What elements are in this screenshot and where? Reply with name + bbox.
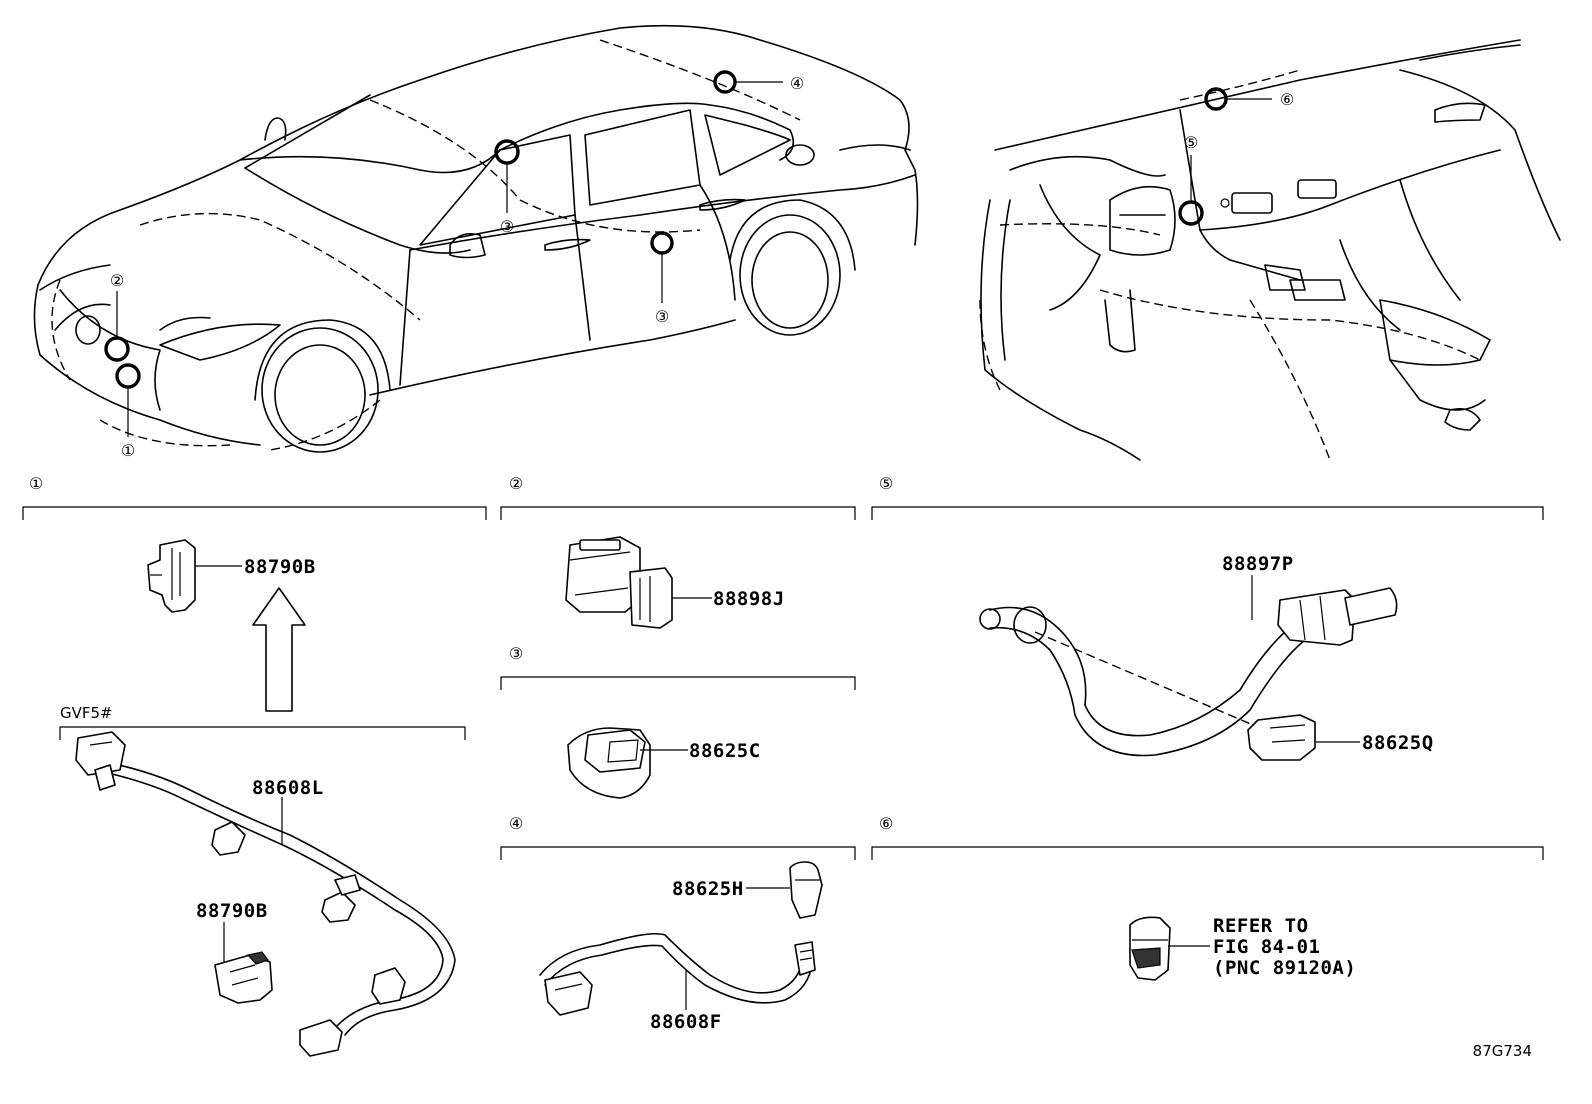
section-5-number: ⑤ (879, 474, 893, 493)
location-callout-1: ① (121, 441, 135, 460)
section-6-parts (1129, 916, 1210, 981)
section-4-number: ④ (509, 814, 523, 833)
part-number-88897P: 88897P (1222, 553, 1294, 575)
location-callout-5: ⑤ (1184, 133, 1198, 152)
section-4-parts (539, 861, 823, 1016)
figure-id: 87G734 (1473, 1042, 1532, 1060)
harness-variant-code: GVF5# (60, 704, 113, 722)
section-1-number: ① (29, 474, 43, 493)
part-number-88790B-bottom: 88790B (196, 900, 268, 922)
section-1-parts (75, 539, 456, 1057)
part-number-88625C: 88625C (689, 740, 761, 762)
location-callout-4: ④ (790, 74, 804, 93)
part-number-88898J: 88898J (713, 588, 785, 610)
interior-illustration (979, 39, 1561, 461)
location-callout-2: ② (110, 271, 124, 290)
car-exterior-illustration (33, 24, 919, 453)
part-number-88608L: 88608L (252, 777, 324, 799)
refer-note-line-2: FIG 84-01 (1213, 936, 1320, 958)
refer-note-line-3: (PNC 89120A) (1213, 957, 1356, 979)
location-callout-3a: ③ (500, 217, 514, 236)
section-6-number: ⑥ (879, 814, 893, 833)
section-2-parts (565, 536, 712, 629)
part-number-88608F: 88608F (650, 1011, 722, 1033)
part-number-88625H: 88625H (672, 878, 744, 900)
section-3-number: ③ (509, 644, 523, 663)
section-3-parts (567, 727, 688, 799)
section-brackets (22, 506, 1544, 860)
section-5-parts (979, 575, 1398, 761)
part-number-88790B-top: 88790B (244, 556, 316, 578)
location-callout-3b: ③ (655, 307, 669, 326)
part-number-88625Q: 88625Q (1362, 732, 1434, 754)
refer-note-line-1: REFER TO (1213, 915, 1309, 937)
section-2-number: ② (509, 474, 523, 493)
location-callout-6: ⑥ (1280, 90, 1294, 109)
